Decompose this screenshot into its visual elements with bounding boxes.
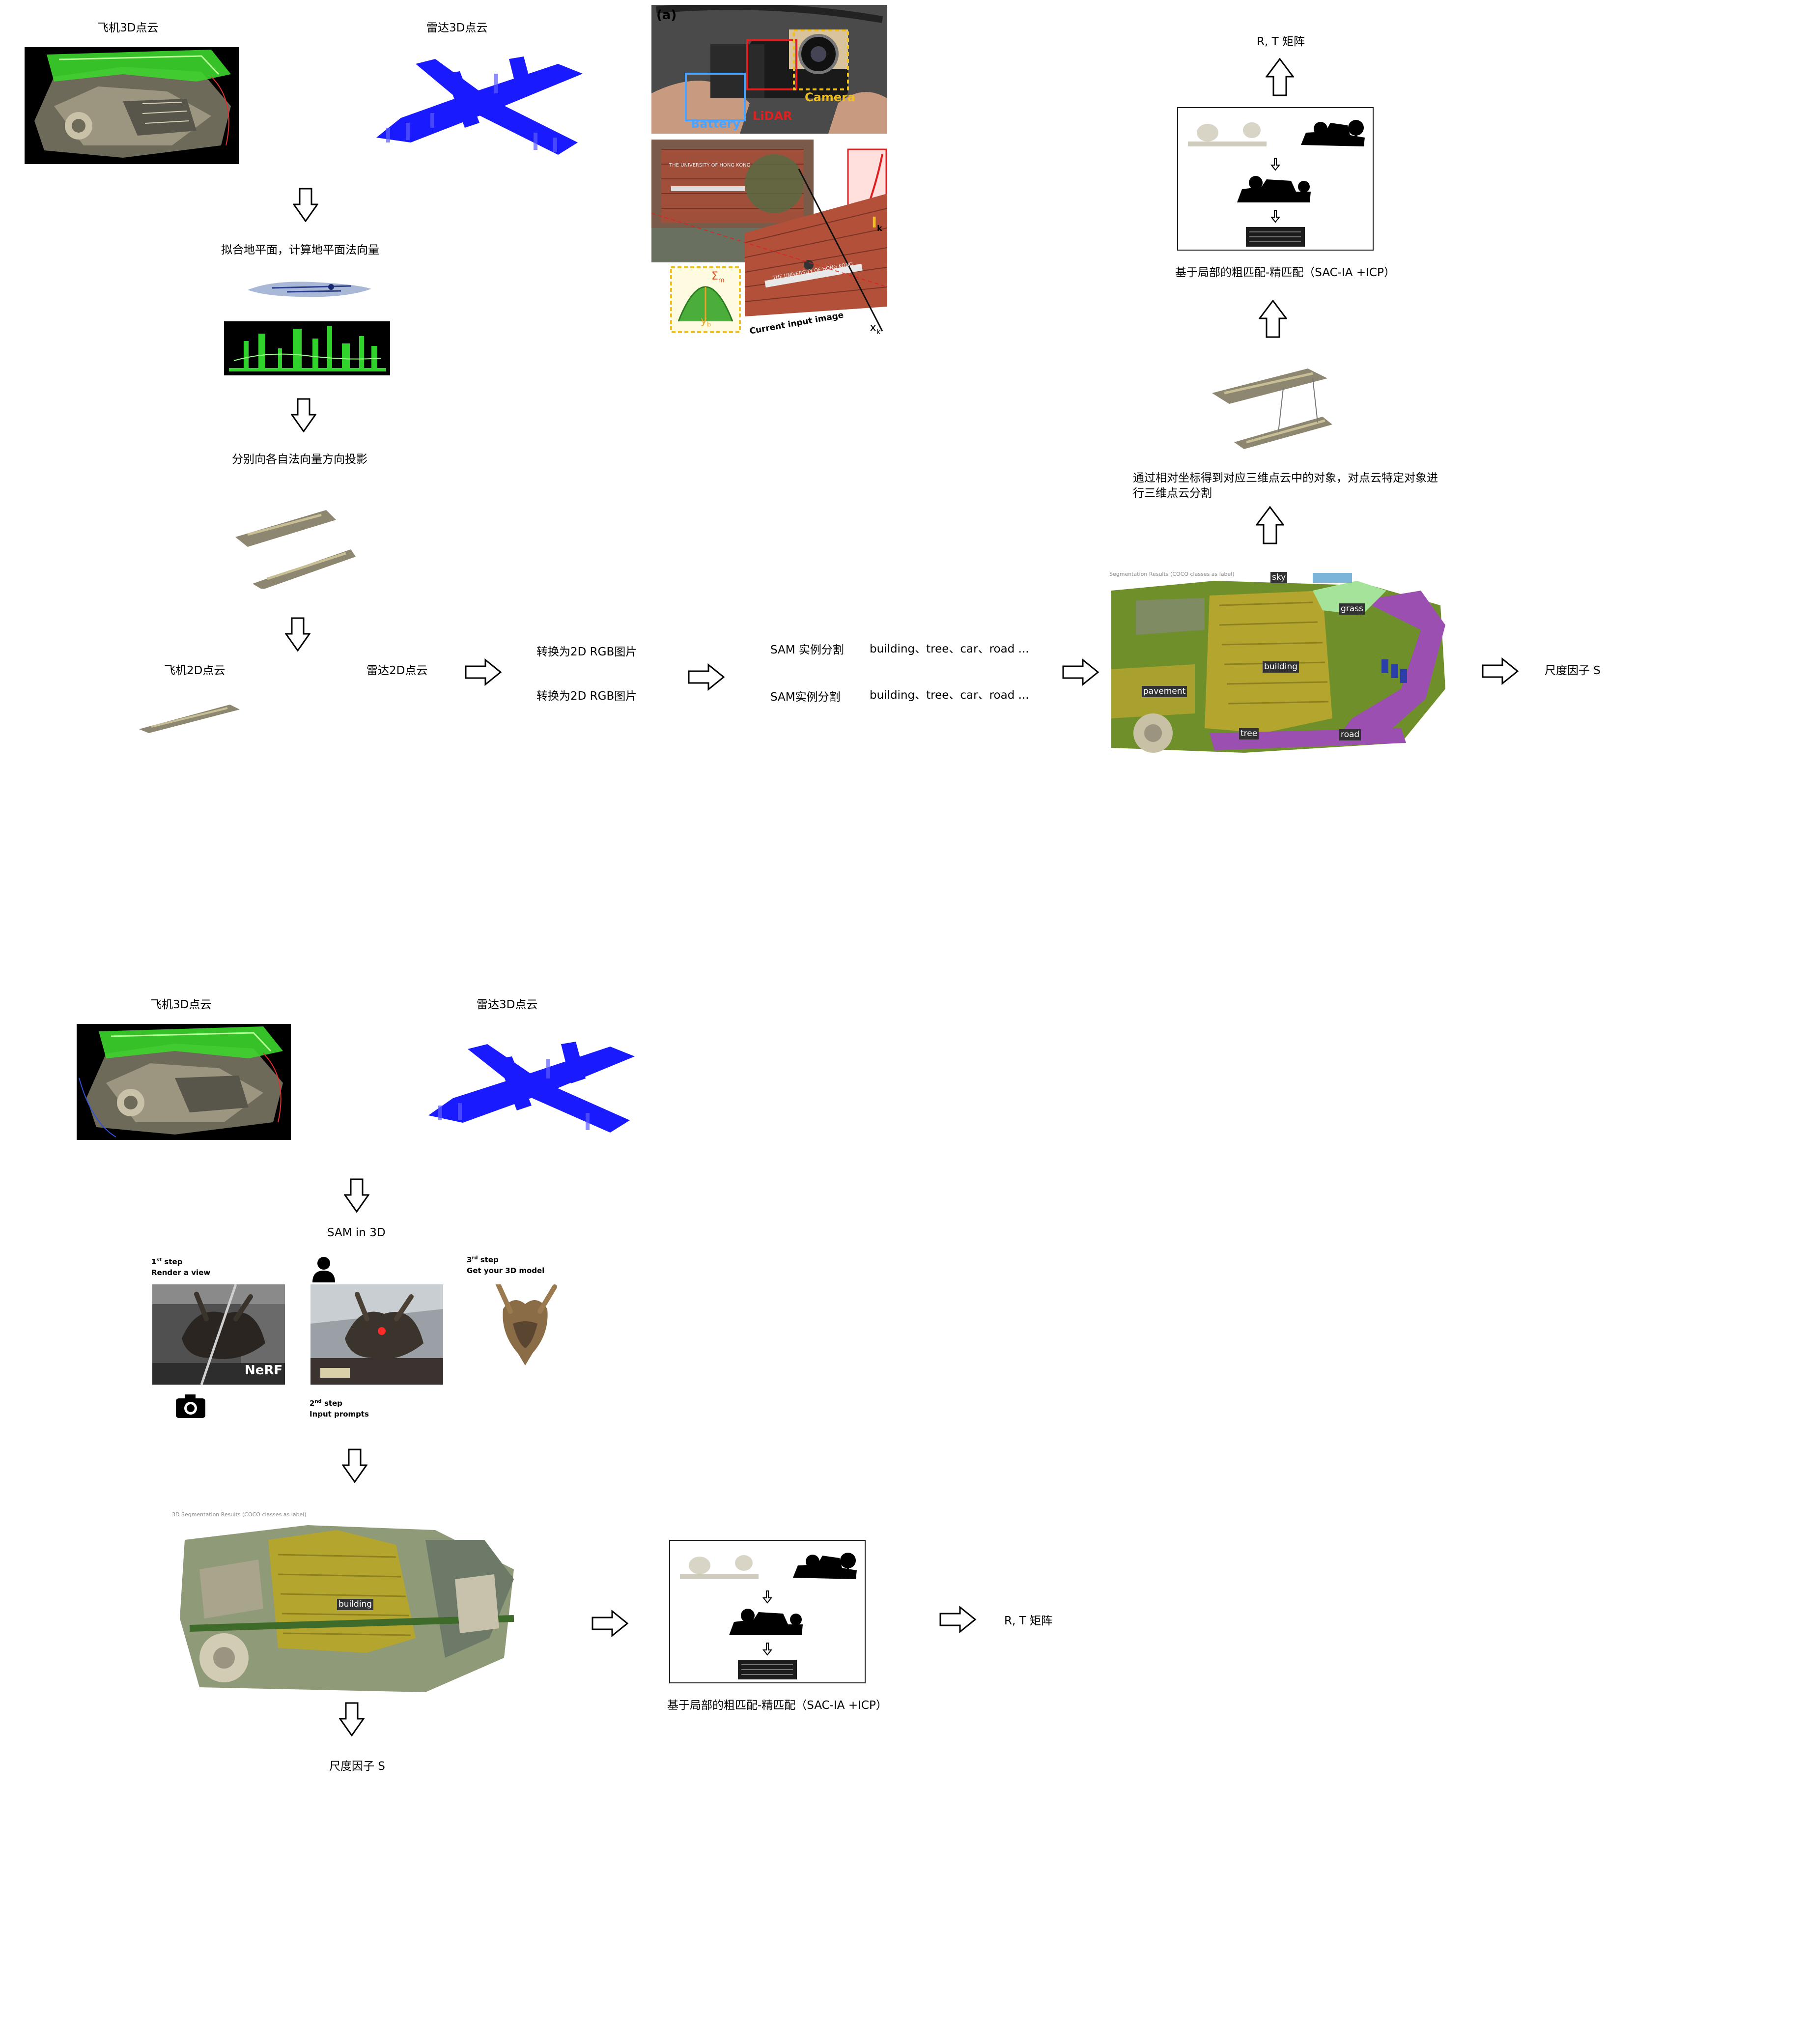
radar-3d-cloud-image-bottom (423, 1032, 640, 1140)
xk-sub: k (876, 328, 881, 336)
sigma-text: Σ (711, 270, 718, 283)
plane-3d-cloud-image-bottom (77, 1024, 291, 1140)
label-yb: yb (701, 313, 711, 329)
ik-text: I (872, 214, 877, 231)
step3-sup: rd (472, 1255, 478, 1261)
label-sam-seg-2: SAM实例分割 (770, 691, 841, 704)
label-plane-3d-cloud: 飞机3D点云 (97, 22, 159, 34)
label-sam-in-3d: SAM in 3D (327, 1226, 386, 1239)
arrow-down-icon (339, 1702, 365, 1736)
arrow-down-icon (293, 188, 318, 222)
plane-2d-cloud-image (137, 695, 243, 734)
label-segment-3d: 通过相对坐标得到对应三维点云中的对象，对点云特定对象进行三维点云分割 (1133, 472, 1438, 500)
sensor-device-photo: (a) Battery LiDAR Camera (651, 5, 887, 134)
step2-sup: nd (314, 1399, 322, 1404)
label-scale-factor-bottom: 尺度因子 S (329, 1760, 385, 1773)
arrow-up-icon (1256, 506, 1284, 544)
arrow-right-icon (465, 658, 502, 686)
label-ik: Ik (872, 213, 882, 234)
arrow-up-icon (1266, 58, 1294, 96)
ik-sub: k (877, 224, 882, 233)
plane-3d-cloud-image (25, 47, 239, 164)
xk-text: x (870, 320, 877, 334)
camera-icon (175, 1392, 206, 1419)
normal-projection-cloud-image (224, 321, 390, 375)
label-rt-matrix-bottom: R, T 矩阵 (1004, 1615, 1052, 1627)
step3-title: 3rd step (467, 1255, 499, 1265)
label-radar-3d-cloud-bottom: 雷达3D点云 (477, 998, 538, 1011)
label-to-rgb-2: 转换为2D RGB图片 (536, 690, 637, 703)
step2-title: 2nd step (310, 1398, 342, 1408)
seg-label-road: road (1339, 729, 1361, 740)
label-lidar: LiDAR (753, 109, 792, 123)
arrow-up-icon (1259, 300, 1287, 338)
registration-figure-top (1177, 107, 1374, 251)
step1-render-image: NeRF (152, 1284, 285, 1385)
seg-label-sky: sky (1270, 572, 1288, 583)
step1-title: 1st step (151, 1257, 182, 1267)
yb-sub: b (707, 321, 711, 329)
arrow-right-icon (592, 1610, 629, 1637)
step2-num: 2 (310, 1399, 315, 1408)
label-camera: Camera (805, 90, 856, 104)
segmentation-map-bottom: 3D Segmentation Results (COCO classes as… (170, 1510, 529, 1697)
step1-num: 1 (151, 1257, 157, 1266)
step3-3d-model-image (493, 1284, 557, 1368)
step2-text: Input prompts (310, 1410, 369, 1419)
label-classes-1: building、tree、car、road ... (870, 643, 1029, 655)
seg-label-tree: tree (1239, 728, 1259, 739)
seg-label-building: building (1263, 661, 1299, 673)
label-classes-2: building、tree、car、road ... (870, 689, 1029, 702)
arrow-down-icon (344, 1178, 369, 1213)
registration-figure-bottom (669, 1540, 866, 1683)
step1-text: Render a view (151, 1268, 211, 1277)
label-sigma: Σm (711, 269, 725, 285)
label-project-normal: 分别向各自法向量方向投影 (232, 453, 367, 466)
step1-sup: st (156, 1257, 162, 1263)
segmentation-map-top: Segmentation Results (COCO classes as la… (1106, 571, 1450, 757)
step1-title-text: step (162, 1257, 183, 1266)
label-registration-bottom: 基于局部的粗匹配-精匹配（SAC-IA +ICP） (667, 1699, 887, 1712)
label-scale-factor-top: 尺度因子 S (1545, 664, 1601, 677)
step3-text: Get your 3D model (467, 1266, 545, 1275)
yb-text: y (701, 314, 707, 327)
seg-caption-top: Segmentation Results (COCO classes as la… (1109, 571, 1235, 577)
sigma-sub: m (718, 277, 725, 284)
label-sign-1: THE UNIVERSITY OF HONG KONG (669, 163, 751, 168)
nerf-label: NeRF (245, 1363, 283, 1378)
radar-3d-cloud-image (371, 44, 588, 162)
step2-title-text: step (321, 1399, 342, 1408)
arrow-down-icon (342, 1448, 367, 1483)
arrow-right-icon (1482, 657, 1519, 685)
seg-caption-bottom: 3D Segmentation Results (COCO classes as… (172, 1511, 307, 1518)
label-plane-3d-cloud-bottom: 飞机3D点云 (150, 998, 212, 1011)
label-xk: xk (870, 319, 880, 337)
label-radar-3d-cloud: 雷达3D点云 (426, 22, 488, 34)
label-fit-ground: 拟合地平面，计算地平面法向量 (221, 244, 379, 256)
arrow-right-icon (939, 1606, 977, 1633)
arrow-right-icon (688, 663, 725, 691)
step3-num: 3 (467, 1255, 472, 1264)
arrow-down-icon (285, 617, 310, 652)
panel-tag: (a) (656, 8, 677, 23)
projected-clouds-image (233, 500, 359, 589)
paired-3d-clouds-image (1210, 359, 1336, 450)
label-battery: Battery (691, 117, 741, 131)
step2-prompt-image (310, 1284, 443, 1385)
seg-label-pavement: pavement (1142, 686, 1187, 697)
ground-plane-cloud-image (243, 275, 376, 303)
label-sam-seg-1: SAM 实例分割 (770, 644, 844, 656)
step3-title-text: step (478, 1255, 499, 1264)
user-icon (311, 1256, 336, 1282)
camera-projection-figure: Current input image Ik xk Σm yb THE UNIV… (651, 140, 887, 337)
label-rt-matrix-top: R, T 矩阵 (1257, 35, 1305, 48)
arrow-right-icon (1062, 658, 1099, 686)
seg-label-building-bottom: building (337, 1599, 374, 1610)
label-plane-2d-cloud: 飞机2D点云 (164, 664, 226, 677)
seg-label-grass: grass (1339, 603, 1365, 615)
label-to-rgb-1: 转换为2D RGB图片 (536, 646, 637, 658)
arrow-down-icon (291, 398, 316, 432)
label-registration-top: 基于局部的粗匹配-精匹配（SAC-IA +ICP） (1175, 266, 1395, 279)
label-radar-2d-cloud: 雷达2D点云 (366, 664, 428, 677)
